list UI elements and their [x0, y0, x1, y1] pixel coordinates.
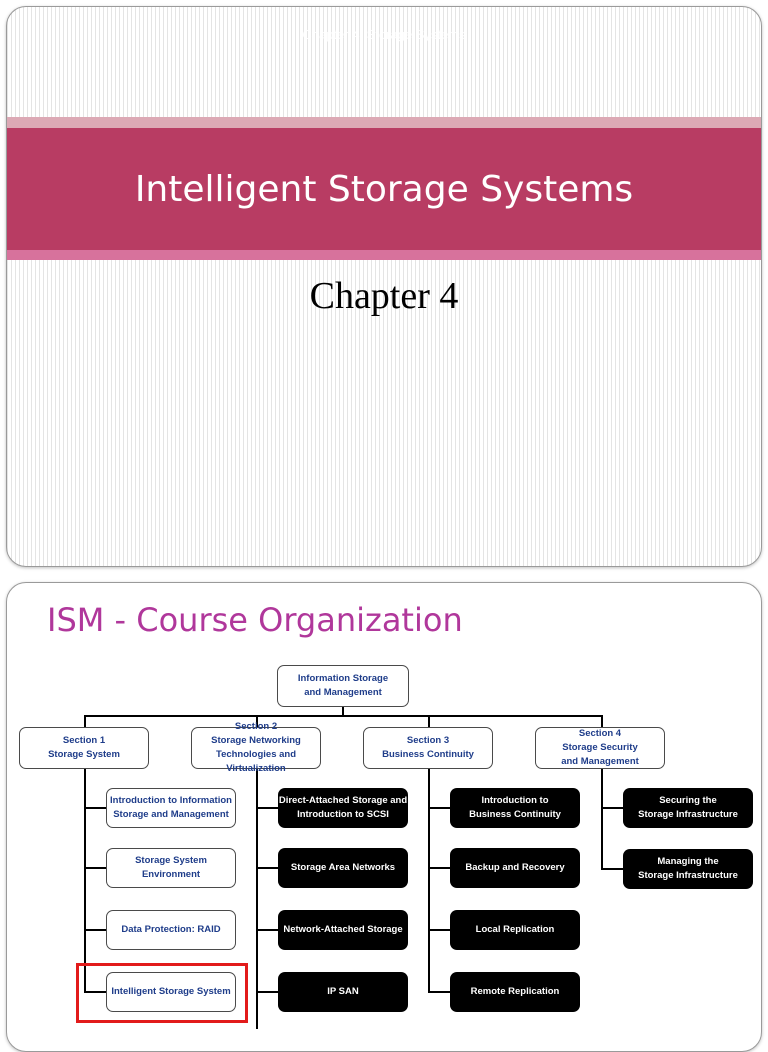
section-2-item: Storage Area Networks: [278, 848, 408, 888]
section-4-item-label: Securing the Storage Infrastructure: [638, 795, 738, 820]
section-2-item: Direct-Attached Storage and Introduction…: [278, 788, 408, 828]
section-1-item: Data Protection: RAID: [106, 910, 236, 950]
section-2-item-label: IP SAN: [327, 986, 359, 997]
connector-line: [256, 807, 279, 809]
connector-line: [84, 929, 107, 931]
connector-line: [256, 715, 258, 728]
root-node-label: Information Storage and Management: [297, 673, 389, 698]
section-3-item-label: Remote Replication: [470, 986, 560, 997]
course-organization-title: ISM - Course Organization: [47, 601, 463, 639]
section-4-node: Section 4 Storage Security and Managemen…: [535, 727, 665, 769]
section-1-item-label: Intelligent Storage System: [111, 986, 231, 997]
section-1-item: Intelligent Storage System: [106, 972, 236, 1012]
section-2-item-label: Network-Attached Storage: [283, 924, 403, 935]
connector-line: [256, 991, 279, 993]
section-2-node: Section 2 Storage Networking Technologie…: [191, 721, 321, 774]
chapter-subtitle: Chapter 4: [309, 275, 459, 317]
section-3-item-label: Local Replication: [475, 924, 555, 935]
section-1-label: Section 1 Storage System: [48, 735, 120, 760]
title-band-top-stripe: [7, 117, 761, 128]
section-3-label: Section 3 Business Continuity: [382, 735, 474, 760]
section-2-item-label: Storage Area Networks: [290, 862, 396, 873]
connector-line: [428, 807, 451, 809]
course-organization-slide: ISM - Course Organization Information St…: [6, 582, 762, 1052]
section-2-item-label: Direct-Attached Storage and Introduction…: [278, 795, 408, 820]
connector-line: [601, 868, 624, 870]
connector-line: [428, 715, 430, 728]
connector-line: [256, 929, 279, 931]
connector-line: [84, 769, 86, 992]
current-chapter-highlight: [76, 963, 248, 1023]
section-3-node: Section 3 Business Continuity: [363, 727, 493, 769]
section-1-item-label: Storage System Environment: [135, 855, 207, 880]
section-1-item-label: Introduction to Information Storage and …: [110, 795, 232, 820]
title-slide: Chapter 4: Storage Systems Intelligent S…: [6, 6, 762, 567]
connector-line: [256, 769, 258, 1029]
connector-line: [428, 991, 451, 993]
section-1-item-label: Data Protection: RAID: [121, 924, 221, 935]
section-2-item: Network-Attached Storage: [278, 910, 408, 950]
connector-line: [84, 807, 107, 809]
connector-line: [84, 715, 603, 717]
connector-line: [84, 867, 107, 869]
connector-line: [428, 769, 430, 992]
section-2-item: IP SAN: [278, 972, 408, 1012]
section-2-label: Section 2 Storage Networking Technologie…: [211, 721, 301, 774]
section-1-node: Section 1 Storage System: [19, 727, 149, 769]
section-3-item: Backup and Recovery: [450, 848, 580, 888]
slide-header-text: Chapter 4: Storage Systems: [302, 27, 466, 42]
section-4-item-label: Managing the Storage Infrastructure: [638, 856, 738, 881]
section-1-item: Introduction to Information Storage and …: [106, 788, 236, 828]
connector-line: [428, 867, 451, 869]
connector-line: [601, 769, 603, 870]
connector-line: [84, 715, 86, 728]
section-4-item: Securing the Storage Infrastructure: [623, 788, 753, 828]
course-organization-chart: Information Storage and Management Secti…: [7, 583, 761, 1051]
section-3-item-label: Introduction to Business Continuity: [469, 795, 561, 820]
title-band: Intelligent Storage Systems: [7, 128, 761, 250]
slide-title: Intelligent Storage Systems: [134, 168, 634, 210]
section-1-item: Storage System Environment: [106, 848, 236, 888]
section-4-item: Managing the Storage Infrastructure: [623, 849, 753, 889]
root-node: Information Storage and Management: [277, 665, 409, 707]
connector-line: [428, 929, 451, 931]
connector-line: [601, 807, 624, 809]
section-3-item: Local Replication: [450, 910, 580, 950]
section-3-item: Introduction to Business Continuity: [450, 788, 580, 828]
connector-line: [601, 715, 603, 728]
connector-line: [256, 867, 279, 869]
section-4-label: Section 4 Storage Security and Managemen…: [561, 728, 639, 767]
title-band-bottom-stripe: [7, 250, 761, 260]
section-3-item: Remote Replication: [450, 972, 580, 1012]
section-3-item-label: Backup and Recovery: [465, 862, 565, 873]
connector-line: [84, 991, 107, 993]
